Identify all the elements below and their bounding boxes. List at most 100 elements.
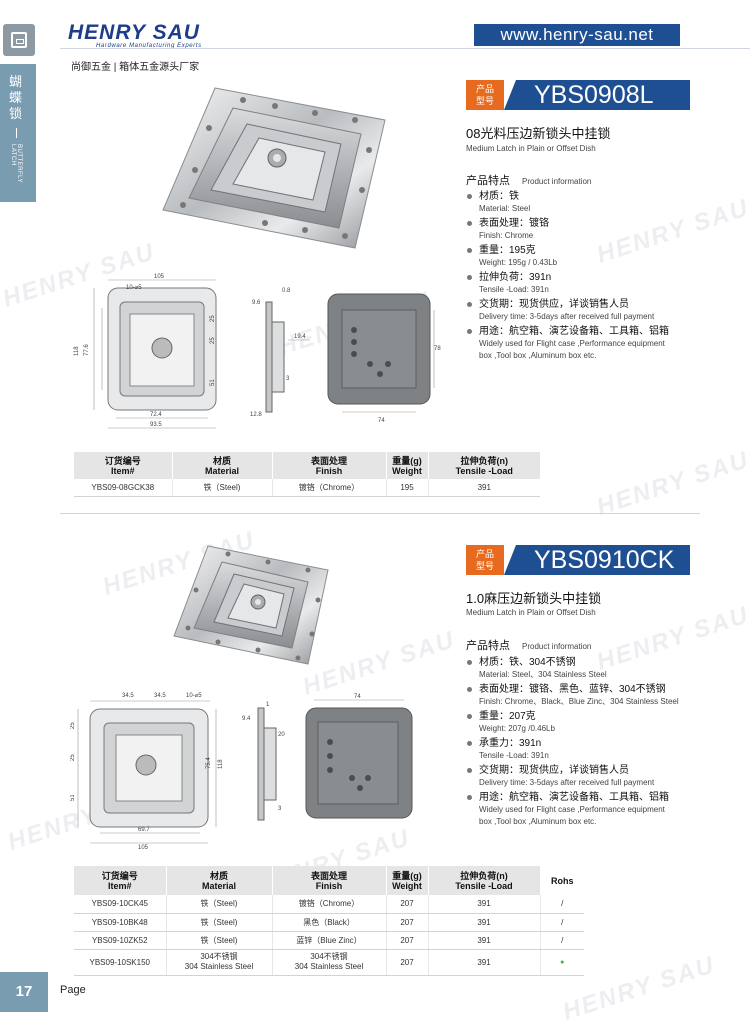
feature-en: Weight: 195g / 0.43Lb [479,258,558,267]
dim-label: 74 [378,418,385,424]
model-number: YBS0910CK [504,545,690,575]
cell-material: 铁（Steel) [166,895,273,914]
feature-en: Tensile -Load: 391n [479,751,549,760]
feature-item: 表面处理：镀铬、黑色、蓝锌、304不锈钢 Finish: Chrome、Black… [466,683,746,708]
page-number: 17 [0,972,48,1012]
feature-en: Widely used for Flight case ,Performance… [479,339,665,348]
feature-item: 重量：195克 Weight: 195g / 0.43Lb [466,244,726,269]
dim-label: 77.6 [84,344,90,356]
features-title-en: Product information [522,642,592,651]
cell-item: YBS09-10CK45 [74,895,167,914]
dim-label: 69.7 [138,827,150,833]
badge-line: 型号 [475,561,494,571]
cell-load: 391 [428,895,541,914]
dim-label: 9.4 [242,716,251,722]
drawing-front-ybs0908l: 105 10-⌀5 118 77.6 25 25 51 72.4 93.5 [74,274,217,429]
feature-en: box ,Tool box ,Aluminum box etc. [479,351,597,360]
dim-label: 118 [74,346,80,356]
feature-en: Delivery time: 3-5days after received fu… [479,778,655,787]
drawing-back-ybs0910ck: 74 79 [305,694,413,819]
model-number: YBS0908L [504,80,690,110]
company-tagline: 尚御五金 | 箱体五金源头厂家 [71,62,200,73]
feature-cn: 拉伸负荷：391n [479,272,552,283]
dim-label: 12.8 [250,412,262,418]
dim-label: 25 [210,315,216,322]
feature-en: Finish: Chrome、Black、Blue Zinc、304 Stain… [479,697,679,706]
dim-label: 3 [286,376,290,382]
table-row: YBS09-10ZK52 铁（Steel) 蓝锌（Blue Zinc） 207 … [74,931,584,950]
cell-item: YBS09-08GCK38 [74,479,173,497]
features-title-en: Product information [522,177,592,186]
cell-rohs: / [540,895,584,914]
logo-subtitle: Hardware Manufacturing Experts [96,43,202,49]
dim-label: 72.4 [150,412,162,418]
product-title: 1.0麻压边新锁头中挂锁 [466,591,602,606]
table-row: YBS09-10CK45 铁（Steel) 镀铬（Chrome） 207 391… [74,895,584,914]
feature-cn: 重量：207克 [479,711,536,722]
category-name-cn: 蝴蝶锁 [9,74,23,121]
product-title: 08光料压边新锁头中挂锁 [466,126,611,141]
dim-label: 34.5 [154,693,166,699]
cell-material: 铁（Steel) [166,931,273,950]
dim-label: 34.5 [122,693,134,699]
column-header: 拉伸负荷(n)Tensile -Load [428,452,540,479]
feature-cn: 重量：195克 [479,245,536,256]
cell-item: YBS09-10BK48 [74,913,167,932]
category-separator [16,128,17,138]
cell-material: 铁（Steel) [166,913,273,932]
dim-label: 74 [354,694,361,700]
feature-en: Material: Steel [479,204,531,213]
dim-label: 25 [70,722,76,729]
model-badge: 产品 型号 [466,80,504,110]
feature-cn: 表面处理：镀铬、黑色、蓝锌、304不锈钢 [479,684,666,695]
category-tab: 蝴蝶锁 BUTTERFLY LATCH [0,64,36,202]
dim-label: 105 [138,845,149,850]
dim-label: 10-⌀5 [186,693,202,699]
feature-cn: 用途：航空箱、演艺设备箱、工具箱、铝箱 [479,792,669,803]
cell-material: 铁（Steel) [172,479,273,497]
table-row: YBS09-08GCK38 铁（Steel) 镀铬（Chrome） 195 39… [74,479,540,497]
feature-en: Tensile -Load: 391n [479,285,549,294]
website-url[interactable]: www.henry-sau.net [474,24,680,46]
drawing-side-ybs0908l: 9.6 0.8 19.4 3 12.8 [250,288,310,418]
cell-load: 391 [428,949,541,976]
cell-rohs: ● [540,949,584,976]
dim-label: 75.4 [206,757,212,769]
feature-cn: 用途：航空箱、演艺设备箱、工具箱、铝箱 [479,326,669,337]
drawing-back-ybs0908l: 78 74 [327,293,441,424]
cell-rohs: / [540,931,584,950]
product-photo-ybs0910ck [173,545,329,665]
dim-label: 51 [70,794,76,801]
feature-cn: 材质：铁、304不锈钢 [479,657,576,668]
cell-weight: 207 [386,913,429,932]
cell-finish: 304不锈钢 304 Stainless Steel [272,949,387,976]
cell-material: 304不锈钢 304 Stainless Steel [166,949,273,976]
section-divider [60,513,700,514]
cell-load: 391 [428,913,541,932]
model-badge: 产品 型号 [466,545,504,575]
dim-label: 51 [210,379,216,386]
dim-label: 9.6 [252,300,261,306]
product-subtitle: Medium Latch in Plain or Offset Dish [466,144,596,153]
column-header: Rohs [540,866,584,895]
dim-label: 93.5 [150,422,162,428]
watermark: HENRY SAU [593,446,750,521]
feature-item: 用途：航空箱、演艺设备箱、工具箱、铝箱 Widely used for Fligh… [466,325,726,362]
feature-en: Widely used for Flight case ,Performance… [479,805,665,814]
table-row: YBS09-10SK150 304不锈钢 304 Stainless Steel… [74,949,584,976]
feature-item: 用途：航空箱、演艺设备箱、工具箱、铝箱 Widely used for Fligh… [466,791,746,828]
